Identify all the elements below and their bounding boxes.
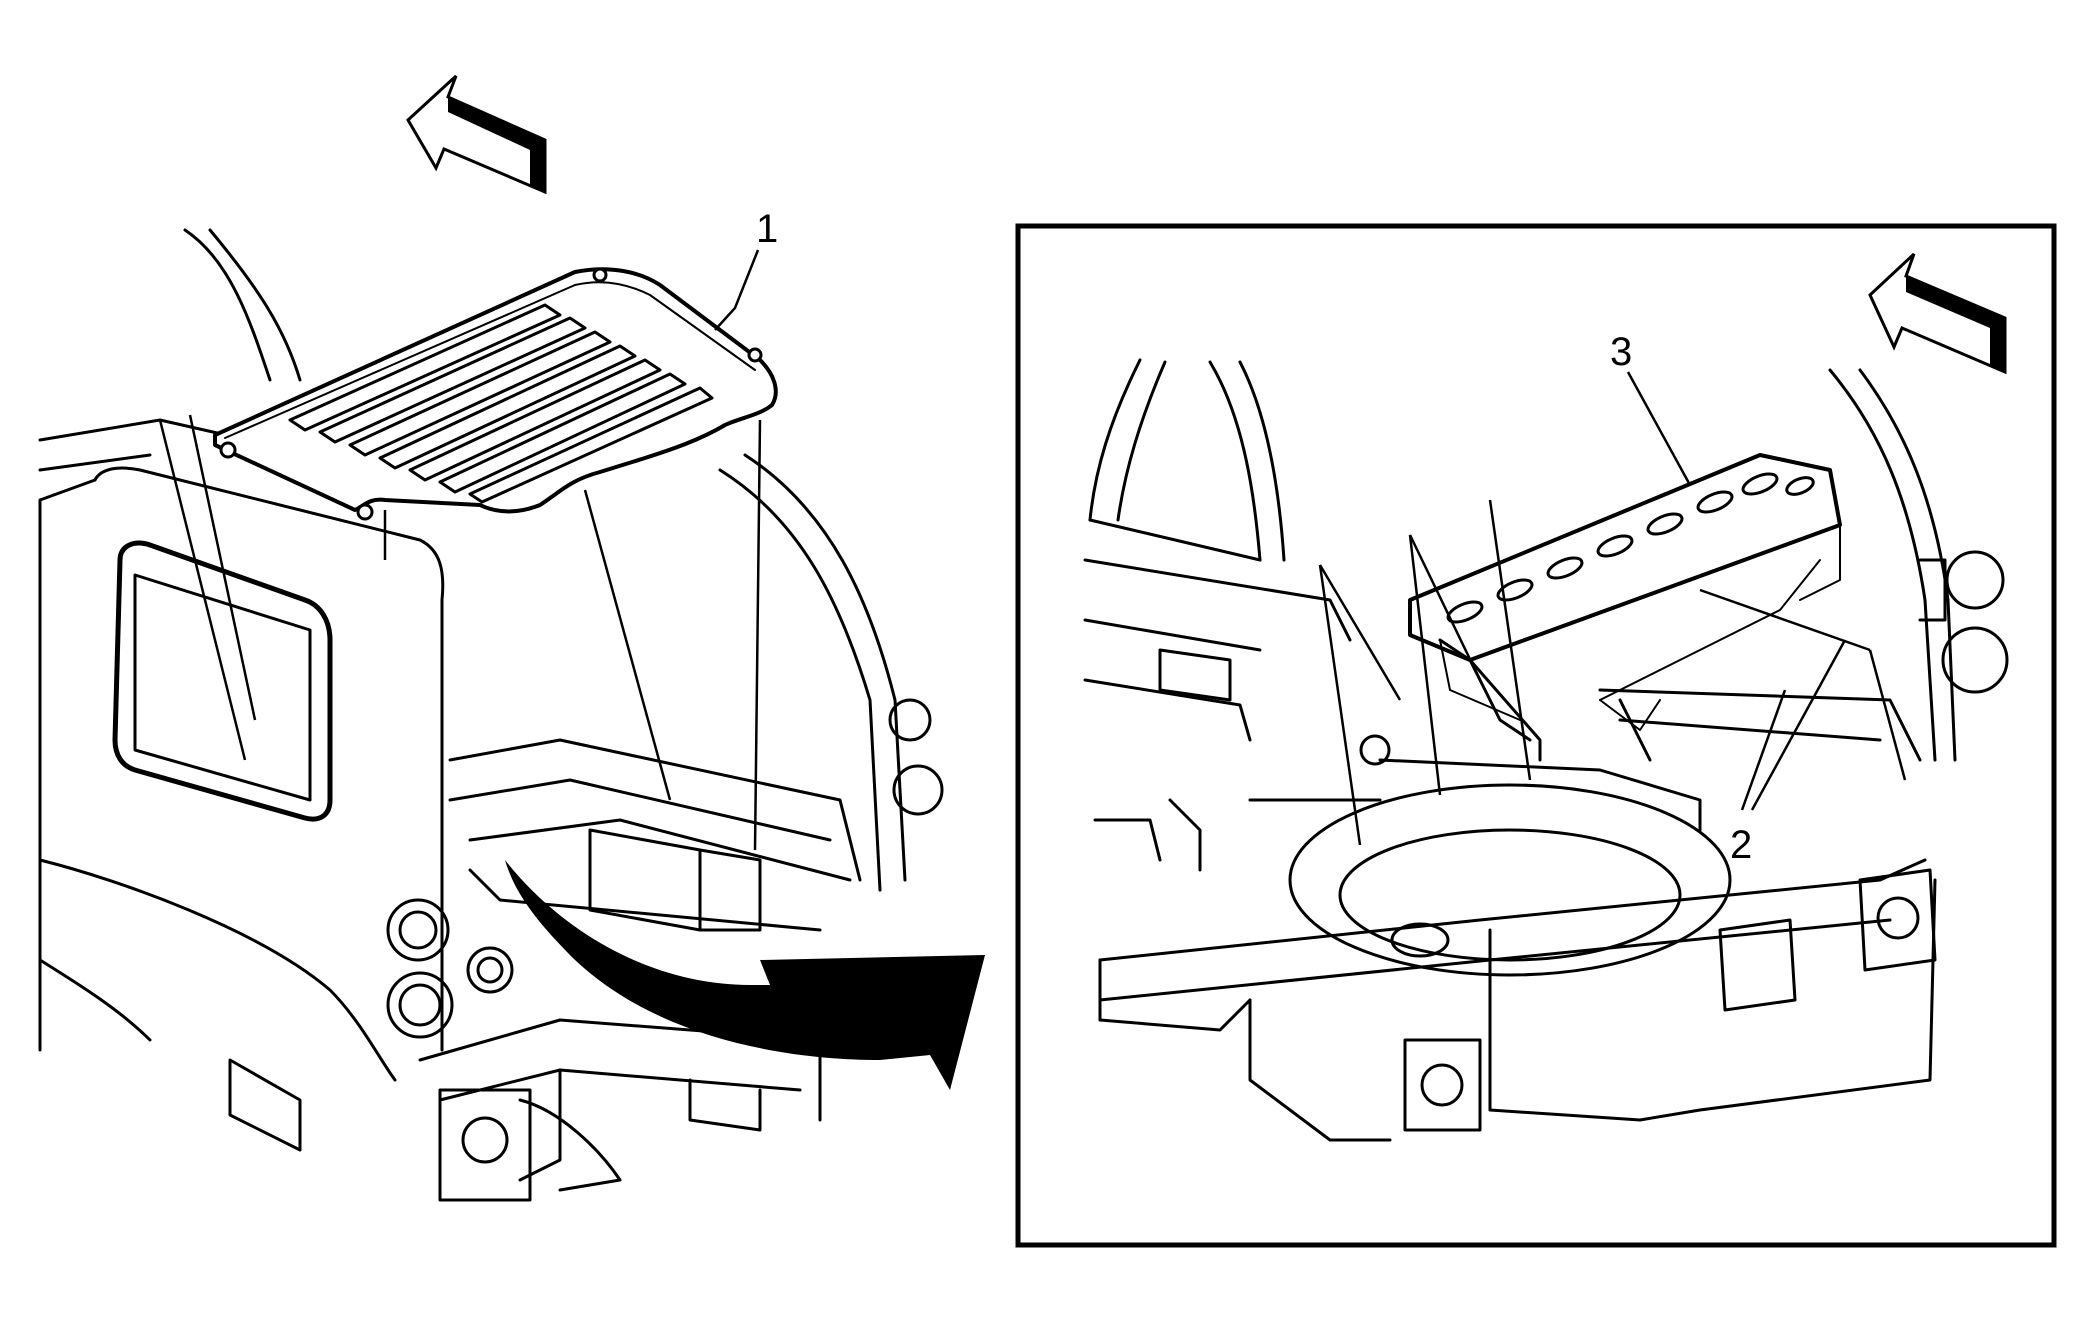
curved-removal-arrow — [505, 860, 985, 1090]
cargo-floor-panel — [213, 267, 778, 521]
callout-label-3: 3 — [1610, 330, 1632, 374]
left-view: 1 — [38, 74, 985, 1202]
storage-tray — [1408, 453, 1842, 762]
panel-ribs — [288, 303, 714, 504]
tray-compartments — [1446, 472, 1815, 624]
alignment-lines-right — [1318, 499, 1907, 846]
front-direction-arrow-right — [1868, 252, 2007, 375]
front-direction-arrow-left — [406, 74, 547, 195]
callout-label-2: 2 — [1730, 823, 1752, 867]
alignment-lines-left — [158, 414, 762, 851]
callout-3: 3 — [1610, 330, 1692, 486]
callout-label-1: 1 — [756, 207, 778, 251]
callout-2: 2 — [1730, 639, 1847, 867]
inset-body — [1083, 358, 2009, 1142]
right-view-inset: 2 3 — [1015, 223, 2057, 1248]
callout-1: 1 — [714, 207, 778, 331]
